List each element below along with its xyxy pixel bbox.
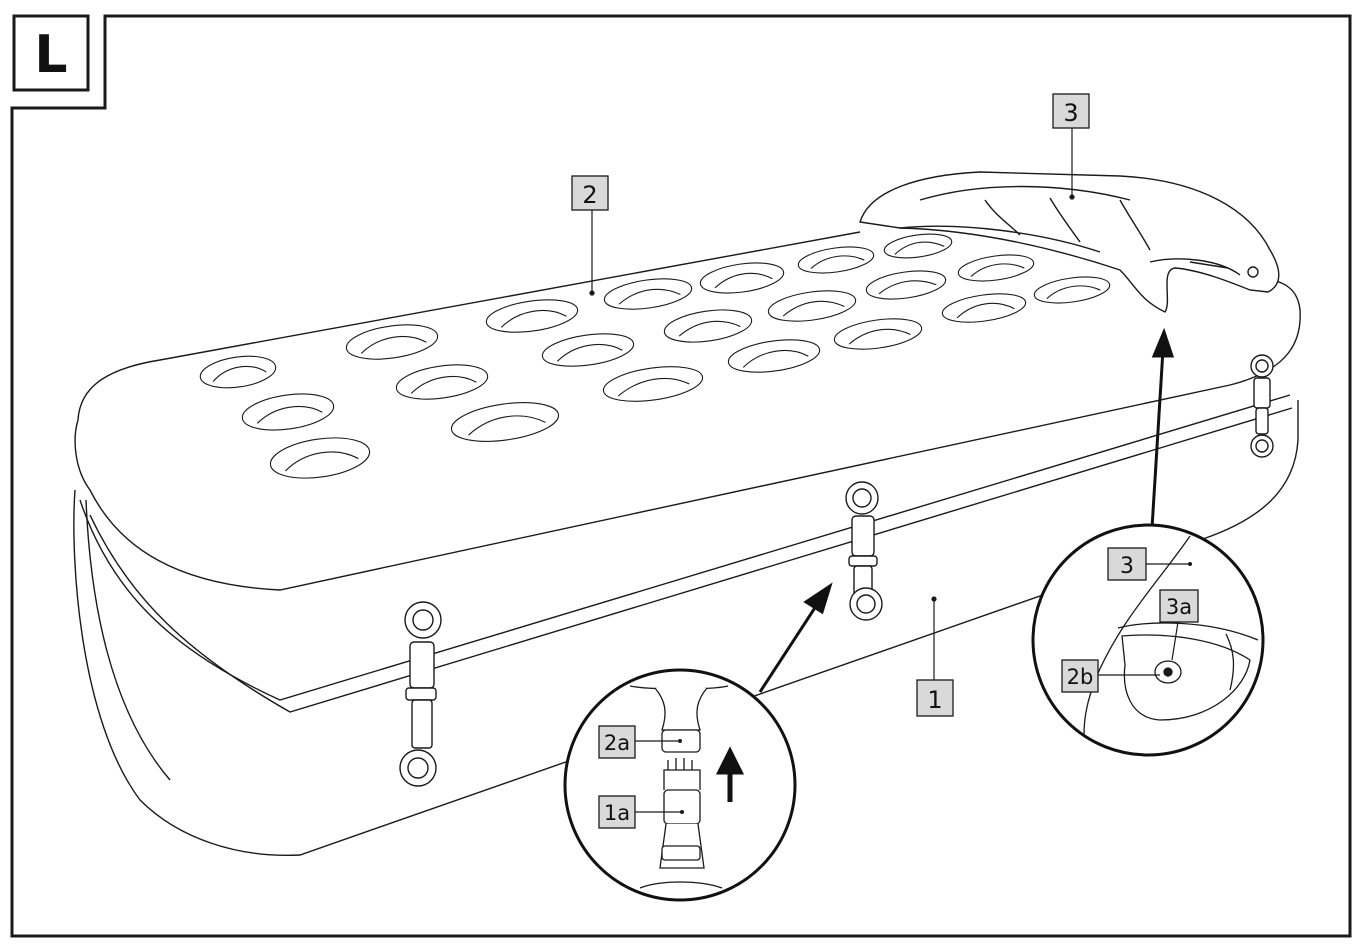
- buckle-rear-right: [1250, 354, 1274, 458]
- svg-text:2a: 2a: [604, 731, 630, 755]
- lower-mattress: [73, 394, 1299, 857]
- detail-arrows: [758, 327, 1175, 693]
- buckle-front-left: [399, 601, 442, 787]
- panel-letter-box: [12, 14, 90, 92]
- mattress-dimples: [199, 233, 1111, 479]
- svg-text:3: 3: [1063, 99, 1078, 127]
- figure-frame: [10, 14, 1352, 938]
- callout-leaders: [589, 128, 1075, 680]
- callout-1: 1: [916, 679, 954, 717]
- svg-text:2: 2: [582, 181, 597, 209]
- panel-letter: L: [34, 25, 67, 85]
- svg-text:1: 1: [927, 686, 942, 714]
- upper-mattress: [74, 231, 1301, 591]
- callout-3-detail: 3: [1107, 547, 1192, 581]
- svg-text:2b: 2b: [1067, 665, 1094, 689]
- callout-2: 2: [571, 175, 609, 211]
- svg-text:3: 3: [1120, 554, 1134, 579]
- callout-2b: 2b: [1061, 659, 1160, 693]
- detail-pillow-circle: 3 3a 2b: [1031, 523, 1265, 757]
- buckle-front-center: [845, 481, 883, 621]
- svg-text:1a: 1a: [604, 801, 630, 825]
- pillow: [859, 171, 1280, 313]
- detail-buckle-circle: 2a 1a: [563, 668, 797, 902]
- callout-2a: 2a: [598, 725, 682, 759]
- callout-1a: 1a: [598, 795, 684, 829]
- callout-3: 3: [1052, 93, 1090, 129]
- svg-text:3a: 3a: [1166, 595, 1192, 619]
- callout-3a: 3a: [1159, 589, 1199, 661]
